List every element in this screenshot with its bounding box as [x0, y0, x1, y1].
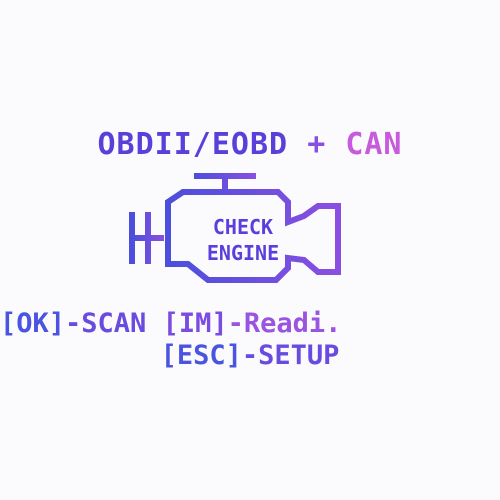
can-label: CAN: [345, 127, 403, 162]
check-engine-icon: CHECK ENGINE: [128, 172, 364, 302]
protocol-title: OBDII/EOBD + CAN: [0, 126, 500, 164]
engine-outline-icon: [129, 173, 341, 283]
esc-key-label[interactable]: [ESC]: [160, 340, 242, 371]
check-text: CHECK: [212, 215, 274, 239]
im-key-label[interactable]: [IM]: [162, 308, 228, 339]
menu-row-setup: [ESC]-SETUP: [0, 340, 500, 372]
engine-text: ENGINE: [206, 241, 280, 265]
scan-option[interactable]: -SCAN: [65, 308, 147, 339]
ok-key-label[interactable]: [OK]: [0, 308, 66, 339]
readiness-option[interactable]: -Readi.: [227, 308, 342, 339]
setup-option[interactable]: -SETUP: [241, 340, 340, 371]
protocol-label: OBDII/EOBD: [97, 127, 289, 162]
menu-row-scan-readiness: [OK]-SCAN [IM]-Readi.: [0, 308, 500, 340]
plus-sign: +: [307, 127, 327, 162]
